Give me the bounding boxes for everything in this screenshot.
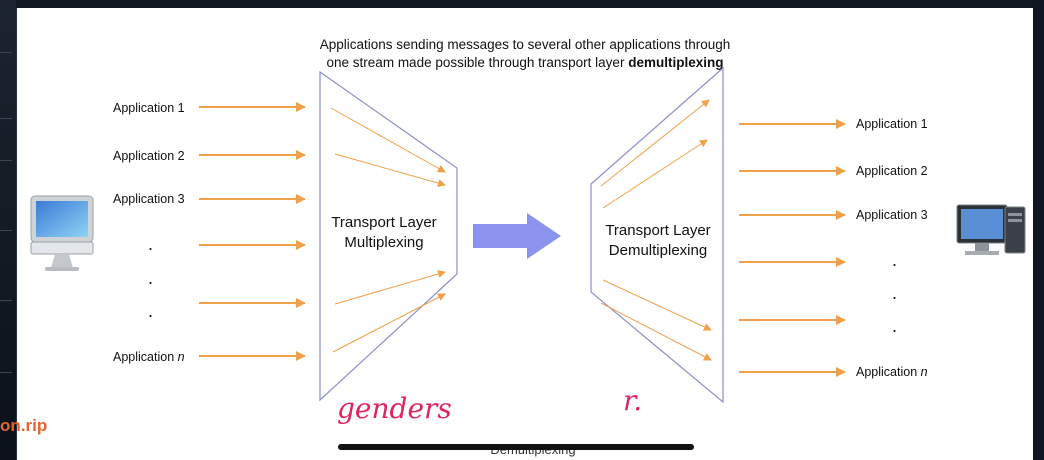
multiplexing-funnel: [319, 70, 458, 402]
multiplexing-diagram: Application 1 Application 2 Application …: [30, 66, 1026, 457]
caption-line-1: Applications sending messages to several…: [319, 37, 731, 52]
demux-label-line1: Transport Layer: [605, 222, 710, 239]
handwritten-note-left: genders: [337, 392, 452, 425]
slide: Applications sending messages to several…: [16, 8, 1033, 460]
left-input-arrows: [199, 102, 306, 361]
caption-bold-term: demultiplexing: [628, 55, 724, 70]
ellipsis-dot: .: [892, 316, 897, 336]
mux-label-line1: Transport Layer: [331, 214, 436, 231]
right-arrow-icon: [473, 213, 561, 259]
imac-computer-icon: [30, 195, 94, 271]
home-indicator-bar[interactable]: [338, 444, 694, 450]
right-app-label: Application 2: [856, 164, 928, 178]
mux-label-line2: Multiplexing: [344, 234, 423, 251]
ellipsis-dot: .: [148, 301, 153, 321]
demux-label-line2: Demultiplexing: [609, 242, 707, 259]
handwritten-note-right: r.: [623, 384, 642, 417]
left-sidebar-edge: [0, 0, 16, 460]
mux-internal-arrows: [330, 107, 446, 353]
left-app-label: Application 1: [113, 101, 185, 115]
ellipsis-dot: .: [892, 283, 897, 303]
desktop-tower-computer-icon: [956, 204, 1026, 255]
diagram-caption: Applications sending messages to several…: [17, 36, 1033, 72]
ellipsis-dot: .: [892, 250, 897, 270]
left-app-n-label: Application n: [113, 350, 185, 364]
left-app-label: Application 2: [113, 149, 185, 163]
demux-internal-arrows: [600, 99, 712, 361]
right-output-arrows: [739, 119, 846, 377]
window-top-bar: [0, 0, 1044, 8]
watermark-text: on.rip: [0, 416, 48, 435]
left-app-label: Application 3: [113, 192, 185, 206]
right-app-n-label: Application n: [856, 365, 928, 379]
caption-line-2: one stream made possible through transpo…: [326, 55, 724, 70]
ellipsis-dot: .: [148, 268, 153, 288]
right-app-label: Application 1: [856, 117, 928, 131]
ellipsis-dot: .: [148, 234, 153, 254]
right-frame-edge: [1032, 0, 1044, 460]
right-app-label: Application 3: [856, 208, 928, 222]
